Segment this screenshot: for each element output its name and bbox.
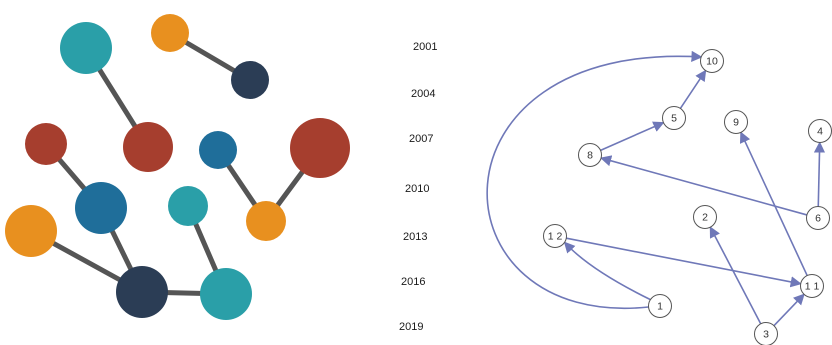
network-illustration <box>5 14 350 320</box>
year-label: 2013 <box>403 231 427 243</box>
graph-node-circle <box>578 143 602 167</box>
graph-node: 2 <box>693 205 717 229</box>
graph-node-circle <box>754 322 778 345</box>
illustration-node <box>231 61 269 99</box>
graph-node-label: 3 <box>763 329 769 341</box>
graph-node: 3 <box>754 322 778 345</box>
illustration-node <box>290 118 350 178</box>
graph-node-label: 9 <box>733 117 739 129</box>
graph-node-label: 2 <box>702 212 708 224</box>
graph-node: 10 <box>700 49 724 73</box>
graph-edge <box>739 131 808 276</box>
year-label: 2019 <box>399 321 423 333</box>
graph-edge <box>600 121 665 152</box>
year-label: 2001 <box>413 41 437 53</box>
graph-node-circle <box>662 106 686 130</box>
graph-node: 8 <box>578 143 602 167</box>
graph-node-label: 6 <box>815 213 821 225</box>
graph-node-circle <box>693 205 717 229</box>
graph-node-label: 8 <box>587 150 593 162</box>
illustration-node <box>123 122 173 172</box>
illustration-node <box>25 123 67 165</box>
graph-node: 1 1 <box>800 274 824 298</box>
graph-node-label: 10 <box>706 56 718 68</box>
illustration-node <box>116 266 168 318</box>
graph-edge <box>486 50 703 310</box>
graph-node-label: 4 <box>817 126 823 138</box>
graph-node-circle <box>724 110 748 134</box>
illustration-node <box>75 182 127 234</box>
graph-node: 4 <box>808 119 832 143</box>
graph-node-circle <box>543 224 567 248</box>
year-label: 2010 <box>405 183 429 195</box>
graph-node: 5 <box>662 106 686 130</box>
graph-node-circle <box>700 49 724 73</box>
graph-node-circle <box>800 274 824 298</box>
graph-edges <box>486 50 826 327</box>
graph-node: 1 <box>648 294 672 318</box>
graph-edge <box>813 141 826 207</box>
illustration-node <box>199 131 237 169</box>
illustration-node <box>151 14 189 52</box>
graph-edge <box>563 241 651 301</box>
graph-node-label: 1 2 <box>548 231 563 243</box>
illustration-nodes <box>5 14 350 320</box>
graph-edge <box>679 69 707 109</box>
illustration-node <box>5 205 57 257</box>
graph-edge <box>566 237 802 288</box>
graph-node: 1 2 <box>543 224 567 248</box>
graph-node: 6 <box>806 206 830 230</box>
illustration-node <box>200 268 252 320</box>
graph-edge <box>773 293 805 327</box>
graph-node-label: 1 1 <box>805 281 820 293</box>
illustration-node <box>246 201 286 241</box>
graph-node-label: 1 <box>657 301 663 313</box>
illustration-node <box>60 22 112 74</box>
graph-node: 9 <box>724 110 748 134</box>
year-label: 2007 <box>409 133 433 145</box>
graph-edge <box>709 226 762 325</box>
year-label: 2016 <box>401 276 425 288</box>
graph-node-circle <box>806 206 830 230</box>
year-label: 2004 <box>411 88 435 100</box>
timeline-axis: 2001 2004 2007 2010 2013 2016 2019 <box>399 41 437 333</box>
graph-edge <box>600 155 808 216</box>
graph-node-label: 5 <box>671 113 677 125</box>
illustration-node <box>168 186 208 226</box>
illustration-edges <box>28 30 323 297</box>
graph-node-circle <box>648 294 672 318</box>
